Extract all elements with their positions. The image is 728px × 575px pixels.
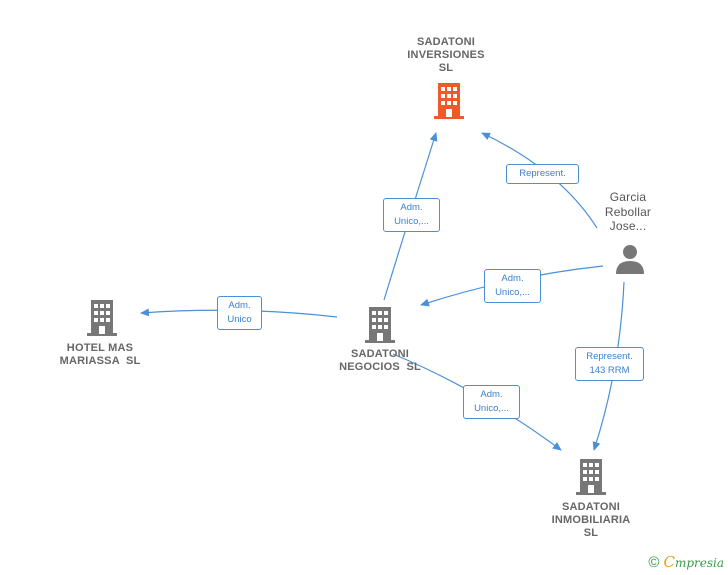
edge-label-person-negocios[interactable]: Adm. Unico,... — [484, 269, 541, 303]
building-icon[interactable] — [85, 300, 119, 336]
edge-label-line: Unico,... — [394, 216, 429, 227]
brand-logo-text: mpresia — [674, 556, 724, 570]
node-label-line: MARIASSA SL — [59, 355, 141, 367]
edge-label-line: Unico,... — [495, 287, 530, 298]
node-label-line: INVERSIONES — [407, 49, 485, 61]
edge-label-line: Unico,... — [474, 403, 509, 414]
node-label-line: SL — [583, 527, 599, 539]
node-label-sadatoni-inmobiliaria[interactable]: SADATONI INMOBILIARIA SL — [531, 501, 651, 540]
edge-label-line: Adm. — [400, 202, 423, 213]
node-label-hotel-mas-mariassa[interactable]: HOTEL MAS MARIASSA SL — [44, 342, 156, 368]
node-label-line: Jose... — [609, 219, 647, 233]
edge-label-negocios-inmobiliaria[interactable]: Adm. Unico,... — [463, 385, 520, 419]
brand-logo-initial: C — [663, 553, 675, 571]
edge-label-line: Adm. — [501, 273, 524, 284]
building-icon[interactable] — [363, 307, 397, 343]
node-label-sadatoni-negocios[interactable]: SADATONI NEGOCIOS SL — [322, 348, 438, 374]
edge-label-line: Represent. — [519, 168, 566, 179]
node-label-line: HOTEL MAS — [66, 342, 134, 354]
copyright-icon: © — [648, 553, 660, 571]
building-icon[interactable] — [432, 83, 466, 119]
node-label-line: Rebollar — [604, 204, 652, 219]
node-label-line: SADATONI — [350, 348, 410, 360]
brand-logo: Cmpresia — [663, 553, 724, 571]
node-label-line: SADATONI — [561, 501, 621, 513]
person-icon[interactable] — [614, 243, 646, 275]
edge-label-negocios-hotel[interactable]: Adm. Unico — [217, 296, 262, 330]
building-icon[interactable] — [574, 459, 608, 495]
node-label-person[interactable]: Garcia Rebollar Jose... — [585, 190, 671, 234]
edge-label-person-inmobiliaria[interactable]: Represent. 143 RRM — [575, 347, 644, 381]
edge-label-line: Represent. — [586, 351, 633, 362]
edge-label-line: 143 RRM — [589, 365, 630, 376]
node-label-sadatoni-inversiones[interactable]: SADATONI INVERSIONES SL — [386, 36, 506, 75]
edge-label-negocios-inversiones[interactable]: Adm. Unico,... — [383, 198, 440, 232]
edge-label-line: Unico — [227, 314, 252, 325]
node-label-line: SL — [438, 62, 454, 74]
node-label-line: Garcia — [609, 190, 647, 204]
edge-label-line: Adm. — [480, 389, 503, 400]
node-label-line: SADATONI — [416, 36, 476, 48]
footer-brand: © Cmpresia — [648, 553, 724, 571]
node-label-line: NEGOCIOS SL — [339, 361, 421, 373]
node-label-line: INMOBILIARIA — [551, 514, 631, 526]
edge-label-person-inversiones[interactable]: Represent. — [506, 164, 579, 184]
edge-label-line: Adm. — [228, 300, 251, 311]
